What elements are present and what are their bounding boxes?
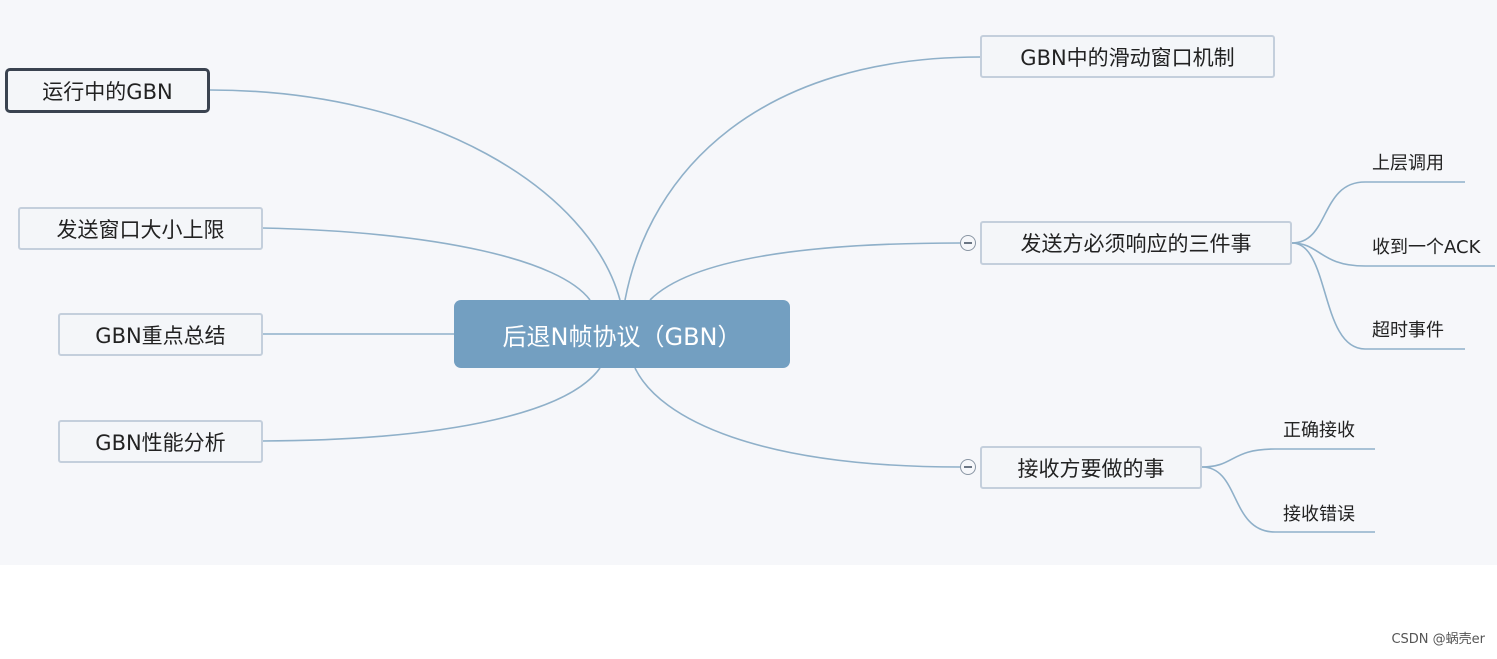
edge-left-4 — [261, 367, 601, 442]
topic-receiver-tasks[interactable]: 接收方要做的事 — [980, 446, 1202, 489]
subtopic-timeout-event[interactable]: 超时事件 — [1372, 320, 1444, 341]
subtopic-upper-layer-call[interactable]: 上层调用 — [1372, 153, 1444, 174]
topic-gbn-performance[interactable]: GBN性能分析 — [58, 420, 263, 463]
subtopic-correct-receive[interactable]: 正确接收 — [1283, 420, 1355, 441]
credit-watermark: CSDN @蜗壳er — [1391, 632, 1485, 647]
edge-sub-4 — [1201, 448, 1375, 468]
edge-right-2 — [649, 242, 961, 301]
minus-circle-icon[interactable] — [960, 459, 976, 475]
mindmap-canvas — [0, 0, 1497, 565]
edge-left-1 — [209, 89, 621, 301]
edge-sub-1 — [1291, 181, 1465, 244]
topic-send-window-limit[interactable]: 发送窗口大小上限 — [18, 207, 263, 250]
edge-right-3 — [634, 367, 961, 468]
topic-sender-three-events[interactable]: 发送方必须响应的三件事 — [980, 221, 1292, 265]
edge-sub-5 — [1201, 466, 1375, 533]
subtopic-receive-error[interactable]: 接收错误 — [1283, 504, 1355, 525]
edge-right-1 — [624, 56, 981, 301]
edge-left-2 — [261, 227, 591, 301]
subtopic-receive-ack[interactable]: 收到一个ACK — [1372, 237, 1481, 258]
edge-sub-2 — [1291, 242, 1495, 267]
topic-running-gbn[interactable]: 运行中的GBN — [5, 68, 210, 113]
minus-circle-icon[interactable] — [960, 235, 976, 251]
central-topic[interactable]: 后退N帧协议（GBN） — [454, 300, 790, 368]
topic-gbn-key-summary[interactable]: GBN重点总结 — [58, 313, 263, 356]
edge-sub-3 — [1291, 242, 1465, 350]
topic-sliding-window[interactable]: GBN中的滑动窗口机制 — [980, 35, 1275, 78]
